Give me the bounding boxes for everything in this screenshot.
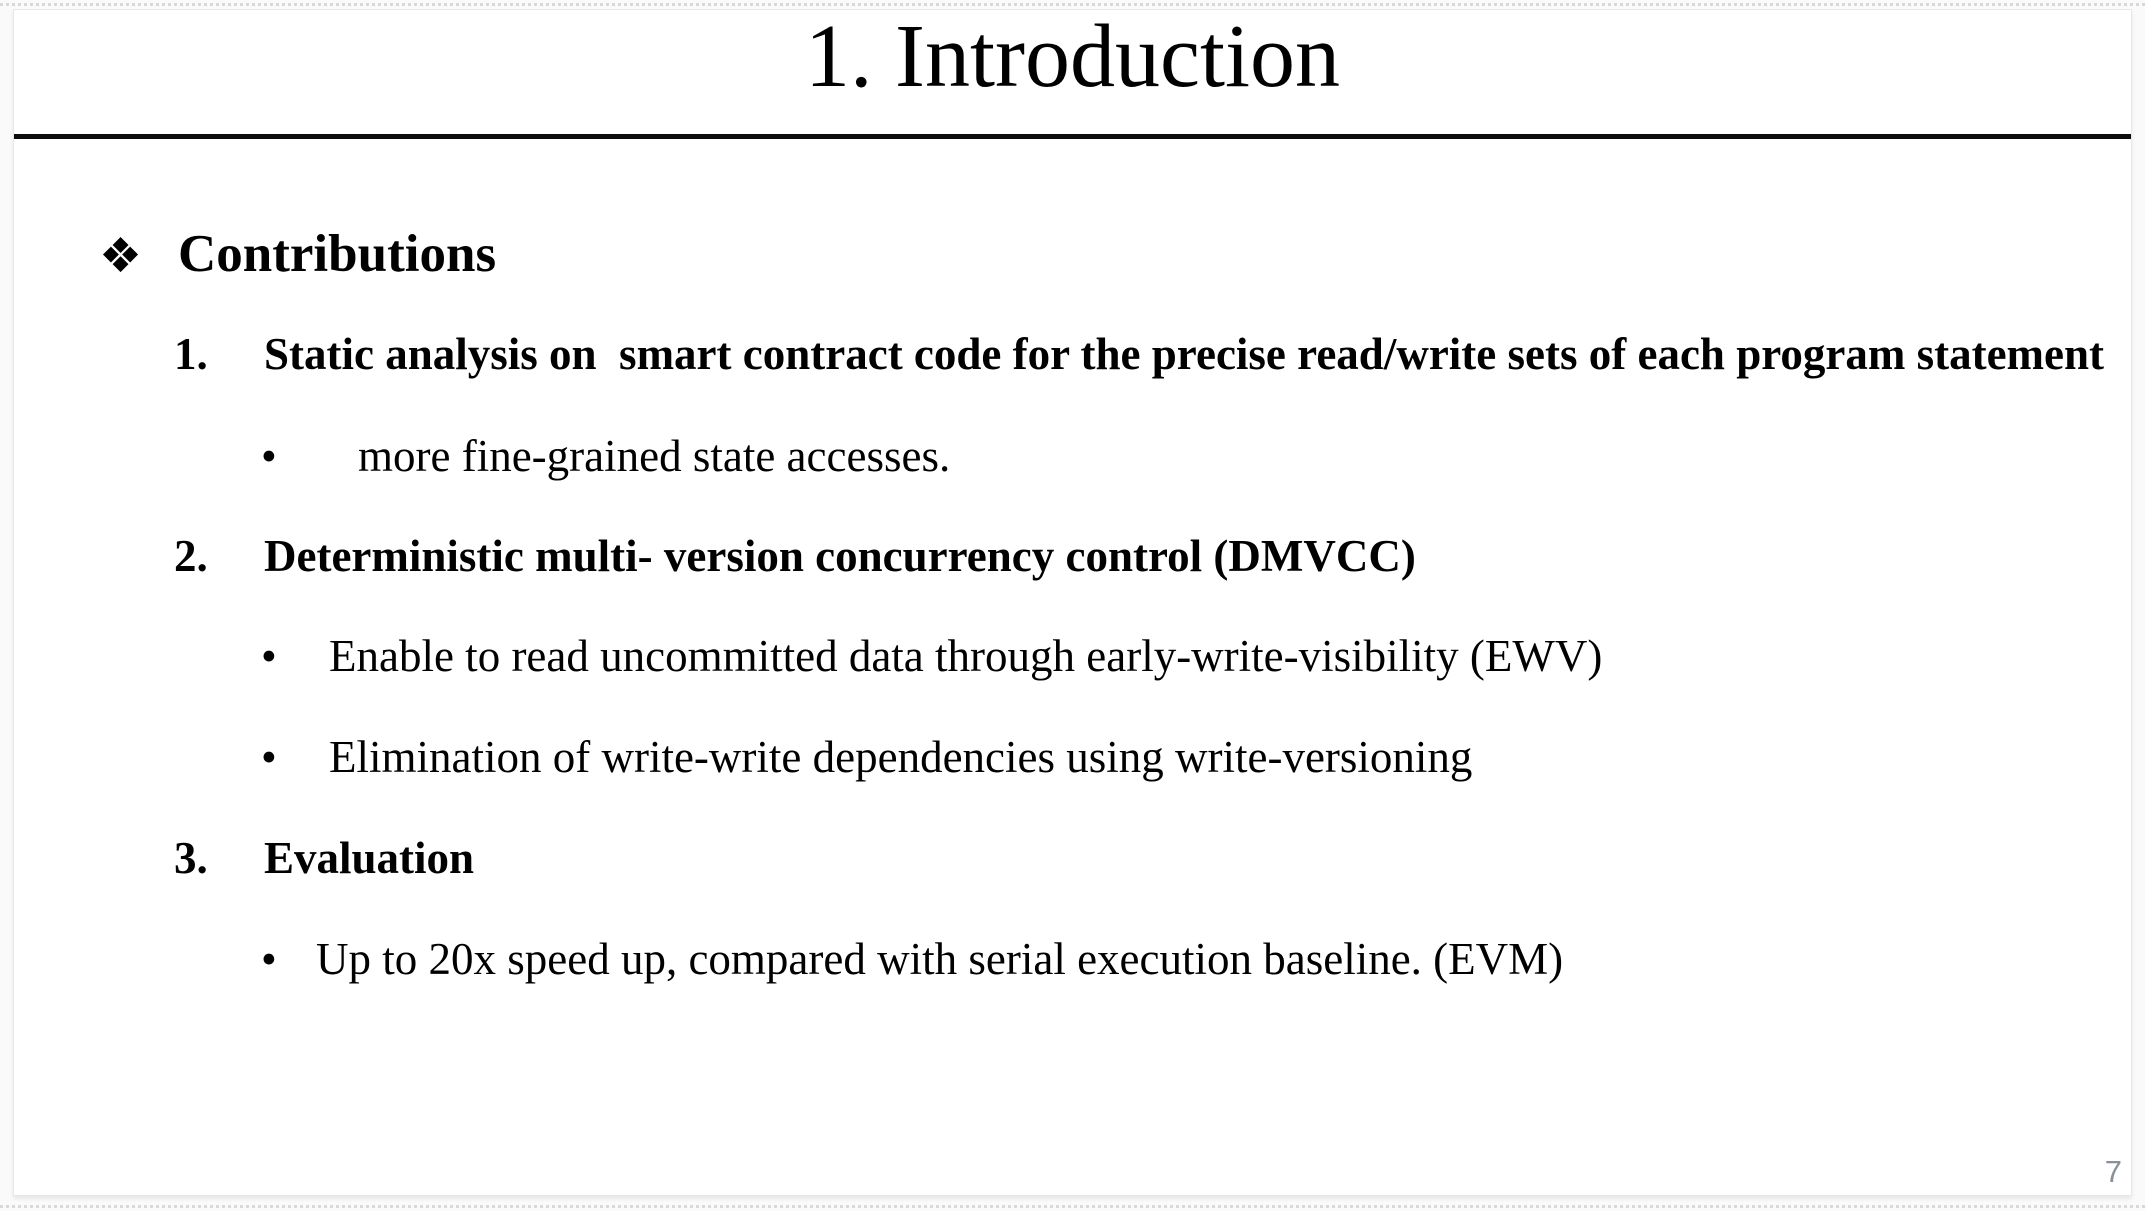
slide-page: 1. Introduction ❖ Contributions 1. Stati…: [13, 9, 2132, 1196]
list-item-text: Deterministic multi- version concurrency…: [264, 531, 1416, 581]
list-item-text: Evaluation: [264, 833, 475, 883]
previous-slide-edge: [0, 3, 2145, 6]
list-item-text: Static analysis on smart contract code f…: [264, 329, 2105, 379]
list-item: • Elimination of write-write dependencie…: [14, 735, 2131, 791]
list-item: • Up to 20x speed up, compared with seri…: [14, 937, 2131, 993]
bullet-icon: •: [261, 431, 277, 481]
contributions-heading: ❖ Contributions: [14, 228, 2131, 288]
diamond-bullet-icon: ❖: [99, 228, 143, 284]
bullet-icon: •: [261, 631, 277, 681]
list-item: • Enable to read uncommitted data throug…: [14, 634, 2131, 690]
list-item-text: Up to 20x speed up, compared with serial…: [316, 934, 1564, 984]
list-number: 1.: [174, 329, 208, 379]
list-item: 3. Evaluation: [14, 836, 2131, 892]
slide-title: 1. Introduction: [805, 7, 1340, 106]
list-item-text: Enable to read uncommitted data through …: [329, 631, 1603, 681]
list-item-text: more fine-grained state accesses.: [358, 431, 951, 481]
list-item-text: Elimination of write-write dependencies …: [329, 732, 1473, 782]
list-item: 1. Static analysis on smart contract cod…: [14, 332, 2131, 388]
list-number: 2.: [174, 531, 208, 581]
bullet-icon: •: [261, 732, 277, 782]
list-number: 3.: [174, 833, 208, 883]
list-item: • more fine-grained state accesses.: [14, 434, 2131, 490]
contributions-heading-label: Contributions: [178, 225, 497, 283]
list-item: 2. Deterministic multi- version concurre…: [14, 534, 2131, 590]
page-number: 7: [2104, 1154, 2122, 1189]
title-underline-rule: [14, 134, 2131, 139]
next-slide-edge: [0, 1205, 2145, 1208]
bullet-icon: •: [261, 934, 277, 984]
